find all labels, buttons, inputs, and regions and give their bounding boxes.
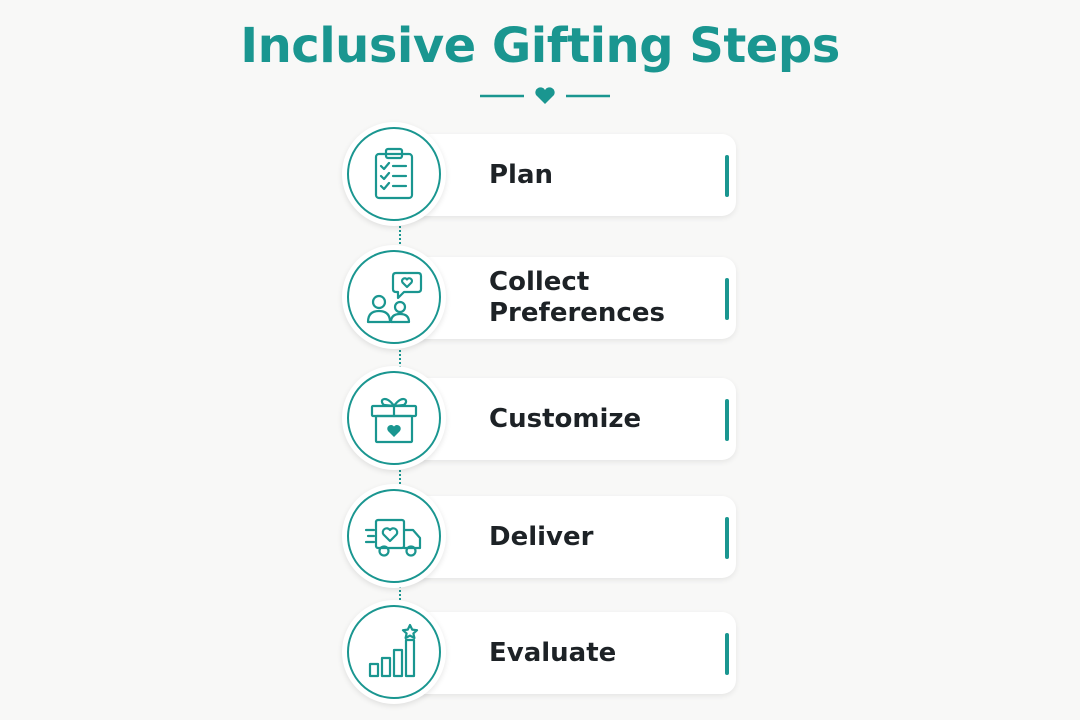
step-icon-badge	[342, 366, 446, 470]
step-accent-bar	[725, 278, 729, 320]
step-accent-bar	[725, 633, 729, 675]
step-label: Deliver	[489, 521, 594, 552]
step-label: Collect Preferences	[489, 267, 665, 328]
step-deliver: Deliver	[342, 484, 742, 594]
step-accent-bar	[725, 517, 729, 559]
gift-box-heart-icon	[370, 397, 418, 444]
heart-icon	[535, 87, 555, 104]
step-customize: Customize	[342, 366, 742, 476]
step-evaluate: Evaluate	[342, 600, 742, 710]
step-icon-badge	[342, 484, 446, 588]
clipboard-checklist-icon	[374, 147, 414, 200]
step-collect-preferences: Collect Preferences	[342, 245, 742, 355]
step-accent-bar	[725, 155, 729, 197]
people-heart-speech-icon	[366, 271, 423, 324]
step-icon-badge	[342, 245, 446, 349]
page-title: Inclusive Gifting Steps	[240, 18, 840, 74]
step-label: Evaluate	[489, 637, 617, 668]
bar-chart-star-icon	[368, 623, 419, 678]
heart-divider	[480, 87, 610, 104]
step-icon-badge	[342, 600, 446, 704]
step-label: Plan	[489, 159, 554, 190]
step-accent-bar	[725, 399, 729, 441]
step-icon-badge	[342, 122, 446, 226]
step-plan: Plan	[342, 122, 742, 232]
delivery-truck-heart-icon	[364, 518, 422, 557]
step-label: Customize	[489, 403, 642, 434]
